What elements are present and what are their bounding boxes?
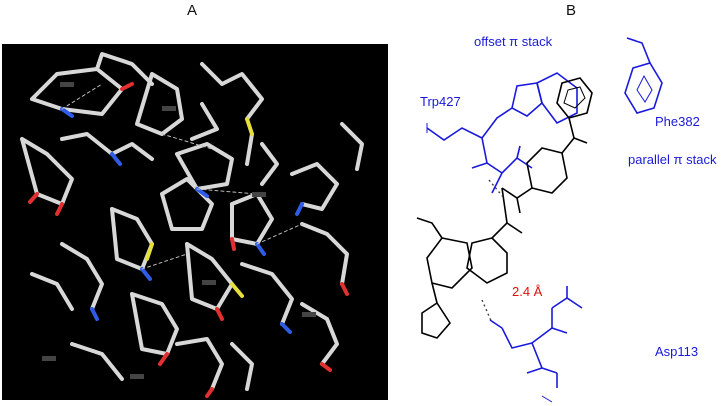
- trp427-residue: [426, 72, 578, 194]
- parallel-pi-stack-label: parallel π stack: [628, 152, 717, 167]
- phe382-label: Phe382: [655, 114, 700, 129]
- hydrogen-bonds: [481, 179, 505, 324]
- binding-pocket-3d-render: [2, 44, 388, 400]
- interaction-diagram-2d: [416, 37, 663, 403]
- distance-label: 2.4 Å: [512, 284, 543, 299]
- asp113-label: Asp113: [655, 344, 699, 359]
- stick-bonds: [20, 52, 364, 398]
- asp113-residue: [489, 286, 583, 403]
- offset-pi-stack-label: offset π stack: [474, 34, 553, 49]
- ligand-structure: [416, 77, 593, 339]
- phe382-residue: [624, 37, 663, 114]
- panel-b-label: B: [566, 2, 577, 19]
- panel-a-label: A: [187, 2, 198, 19]
- trp427-label: Trp427: [420, 94, 461, 109]
- residue-tag-marks: [42, 82, 316, 379]
